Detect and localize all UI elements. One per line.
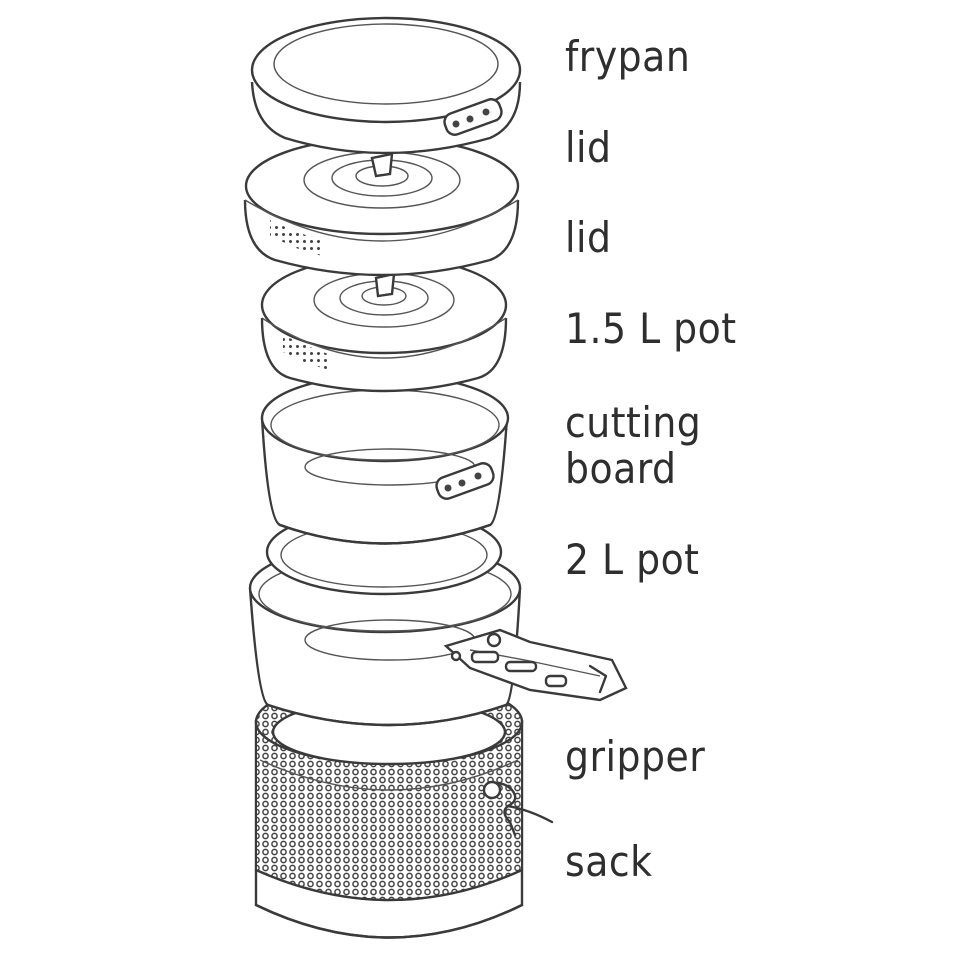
label-lid-2: lid — [565, 213, 612, 262]
pot-1-5l-shape — [260, 373, 510, 545]
label-frypan: frypan — [565, 32, 691, 81]
gripper-shape — [443, 628, 628, 702]
label-cutting-board: cutting board — [565, 398, 702, 493]
label-sack: sack — [565, 837, 653, 886]
label-pot-1-5l: 1.5 L pot — [565, 304, 737, 353]
lid-2-shape — [260, 255, 508, 393]
lid-1-shape — [243, 136, 520, 277]
frypan-shape — [250, 16, 522, 155]
label-lid-1: lid — [565, 123, 612, 172]
label-pot-2l: 2 L pot — [565, 535, 700, 584]
label-gripper: gripper — [565, 732, 706, 781]
